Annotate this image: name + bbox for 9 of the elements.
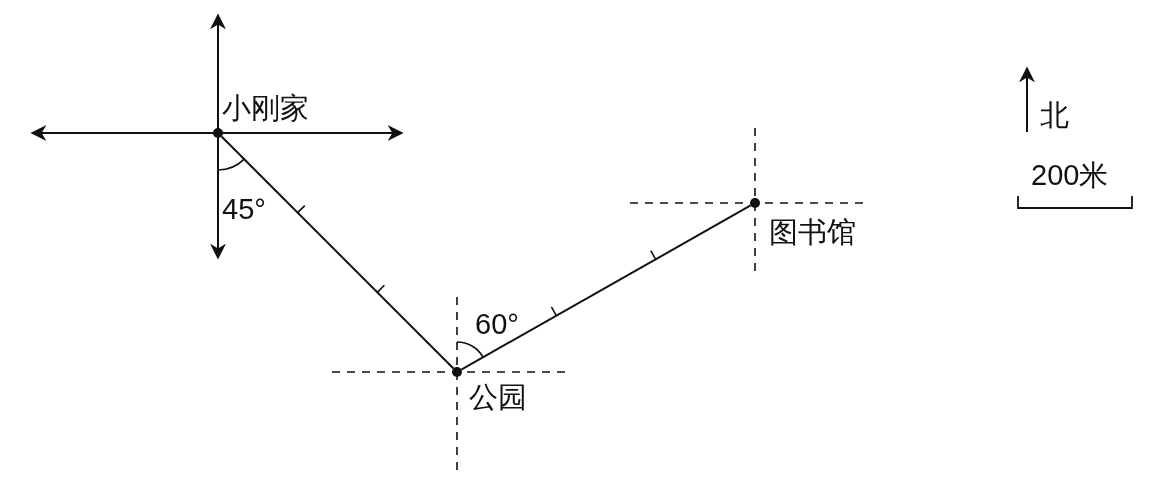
scale-label: 200米: [1031, 158, 1109, 192]
route-line: [460, 204, 752, 371]
route-line: [220, 135, 455, 370]
place-label: 公园: [469, 380, 527, 414]
place-label: 小刚家: [222, 91, 309, 125]
angle-label: 60°: [475, 307, 519, 341]
angle-label: 45°: [222, 192, 266, 226]
place-label: 图书馆: [769, 215, 856, 249]
north-label: 北: [1040, 98, 1069, 132]
